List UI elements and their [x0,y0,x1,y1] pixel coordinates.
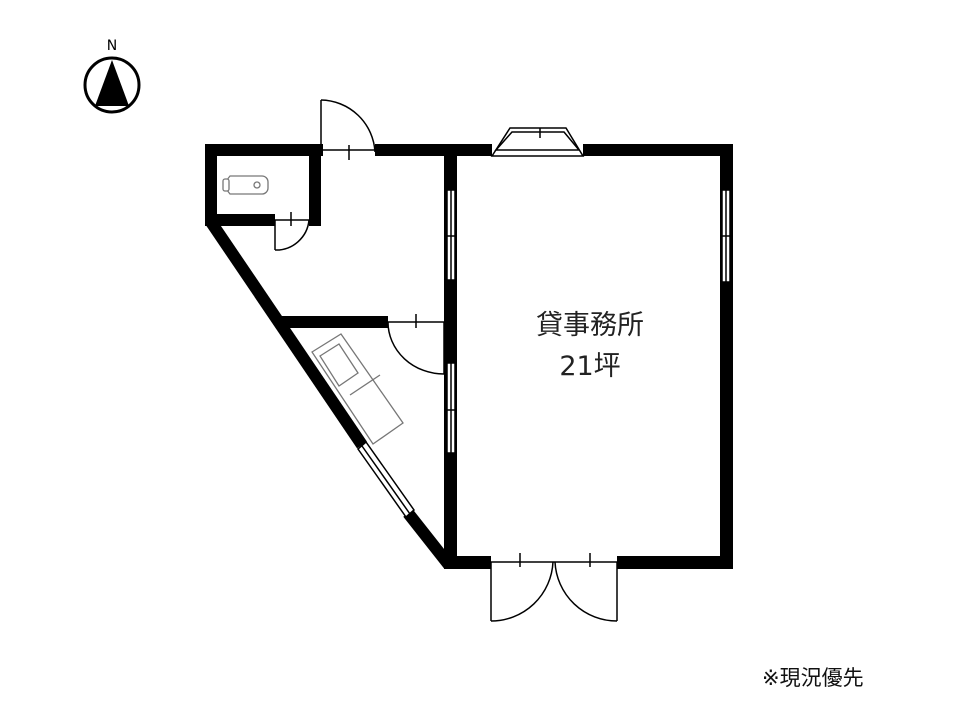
diagonal-window [356,440,416,519]
north-arrow-icon [83,56,141,114]
room-name: 貸事務所 [536,310,644,341]
toilet-icon [222,175,269,195]
footnote: ※現況優先 [762,666,864,690]
north-label: N [106,38,118,54]
wall-windows [446,189,731,454]
room-area: 21坪 [559,351,621,382]
doors [274,99,618,622]
diagonal-wall [206,218,454,569]
kitchen-counter-icon [311,333,404,445]
bay-window [490,127,585,157]
